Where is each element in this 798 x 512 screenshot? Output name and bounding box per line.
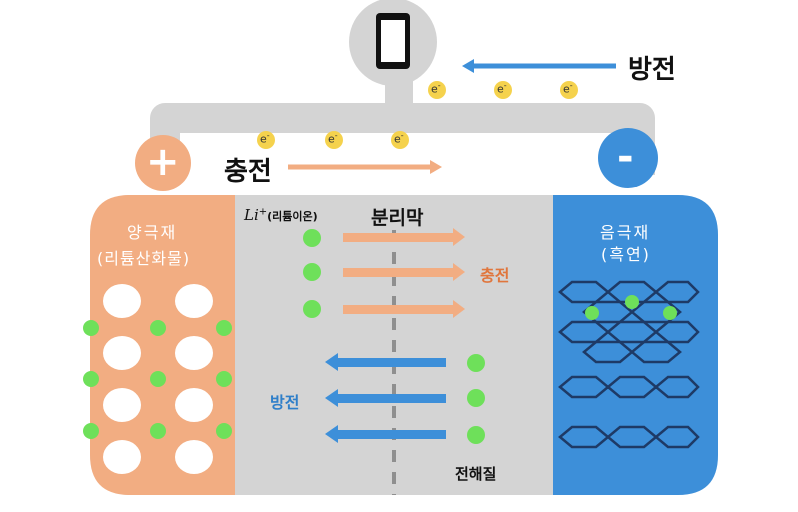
discharge-label-inner: 방전: [270, 393, 300, 412]
electron-label: e-: [497, 81, 507, 96]
electrolyte-label: 전해질: [455, 465, 497, 483]
charge-arrow-top-head: [430, 160, 442, 174]
electron-label: e-: [431, 81, 441, 96]
electron-label: e-: [394, 131, 404, 146]
electron-label: e-: [260, 131, 270, 146]
anode-title: 음극재: [600, 223, 651, 242]
negative-terminal: [598, 128, 658, 188]
li-ion-label: Li+(리튬이온): [244, 206, 318, 224]
minus-sign: -: [617, 134, 634, 180]
discharge-arrows: [325, 353, 446, 443]
charge-label-inner: 충전: [480, 266, 510, 285]
anode-li-ions: [585, 295, 677, 320]
smartphone-icon: [376, 13, 410, 69]
discharge-label-top: 방전: [628, 55, 676, 85]
electrons-top: [428, 81, 578, 99]
graphite-lattice-icon: [558, 280, 700, 449]
anode-subtitle: (흑연): [601, 245, 651, 264]
positive-terminal: [135, 135, 191, 191]
li-ions-discharge: [467, 354, 485, 444]
li-ions-charge: [303, 229, 321, 318]
cathode-li-ions: [83, 320, 232, 439]
anode-area: [553, 195, 718, 495]
electron-label: e-: [563, 81, 573, 96]
cathode-title: 양극재: [127, 223, 178, 242]
charge-arrows: [343, 228, 465, 318]
electrons-lower: [257, 131, 409, 149]
electron-label: e-: [328, 131, 338, 146]
discharge-arrow-top-head: [462, 59, 474, 73]
charge-label-top: 충전: [224, 157, 272, 187]
plus-sign: +: [146, 139, 180, 185]
separator-label: 분리막: [371, 207, 424, 229]
cathode-particles: [103, 284, 213, 474]
cathode-subtitle: (리튬산화물): [97, 249, 191, 268]
